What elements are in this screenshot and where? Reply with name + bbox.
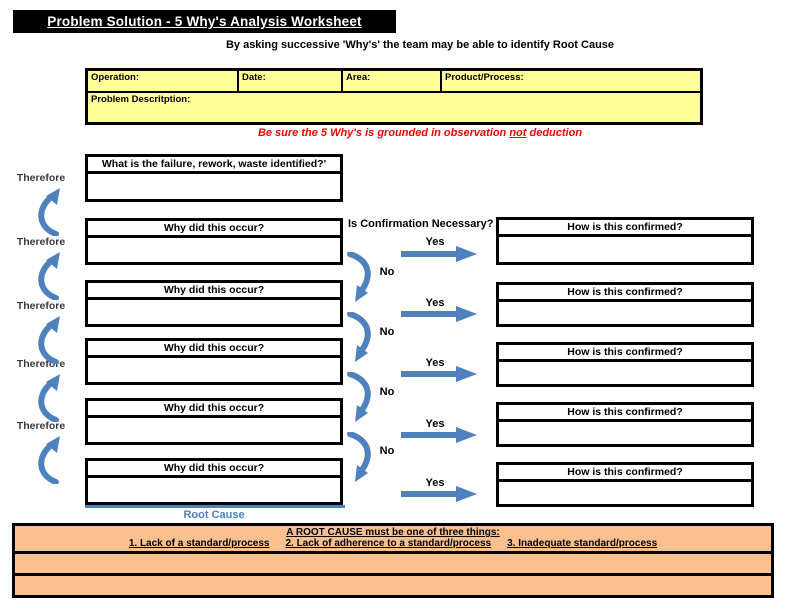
yes-label-5: Yes xyxy=(425,477,445,489)
root-cause-entry-row-1[interactable] xyxy=(15,551,771,573)
confirm-box-4-input[interactable] xyxy=(499,422,751,444)
why-box-4-input[interactable] xyxy=(88,418,340,442)
root-cause-rules-heading: A ROOT CAUSE must be one of three things… xyxy=(286,527,500,538)
why-box-2-input[interactable] xyxy=(88,300,340,324)
why-box-3-input[interactable] xyxy=(88,358,340,382)
yes-label-1: Yes xyxy=(425,236,445,248)
observation-note-prefix: Be sure the 5 Why's is grounded in obser… xyxy=(257,127,510,139)
yes-arrow-icon xyxy=(401,306,477,322)
confirm-box-1-input[interactable] xyxy=(499,237,751,262)
root-cause-underline xyxy=(85,505,345,508)
confirm-box-5-input[interactable] xyxy=(499,482,751,504)
no-label-4: No xyxy=(379,445,395,457)
no-label-2: No xyxy=(379,326,395,338)
info-table-header-row: Operation: Date: Area: Product/Process: xyxy=(88,71,700,93)
no-label-3: No xyxy=(379,386,395,398)
product-process-field[interactable]: Product/Process: xyxy=(445,72,524,83)
confirm-box-2-header: How is this confirmed? xyxy=(499,285,751,302)
page-title: Problem Solution - 5 Why's Analysis Work… xyxy=(13,10,396,33)
why-box-3-header: Why did this occur? xyxy=(88,341,340,358)
yes-arrow-icon xyxy=(401,427,477,443)
observation-note-not: not xyxy=(509,127,527,139)
therefore-label-2: Therefore xyxy=(16,236,66,248)
confirm-box-1-header: How is this confirmed? xyxy=(499,220,751,237)
why-box-1-input[interactable] xyxy=(88,238,340,262)
therefore-arrow-icon xyxy=(38,374,60,422)
no-label-1: No xyxy=(379,266,395,278)
confirm-box-3-input[interactable] xyxy=(499,362,751,384)
why-box-5: Why did this occur? xyxy=(85,458,343,505)
yes-arrow-icon xyxy=(401,246,477,262)
no-arrow-icon xyxy=(347,372,371,422)
therefore-label-1: Therefore xyxy=(16,172,66,184)
observation-note-suffix: deduction xyxy=(526,127,583,139)
info-table: Operation: Date: Area: Product/Process: … xyxy=(85,68,703,125)
confirm-box-5: How is this confirmed? xyxy=(496,462,754,507)
therefore-arrow-icon xyxy=(38,436,60,484)
why-box-4-header: Why did this occur? xyxy=(88,401,340,418)
rule-item-1: 1. Lack of a standard/process xyxy=(128,538,270,549)
yes-label-2: Yes xyxy=(425,297,445,309)
rule-item-2: 2. Lack of adherence to a standard/proce… xyxy=(285,538,492,549)
confirm-box-4: How is this confirmed? xyxy=(496,402,754,447)
observation-note: Be sure the 5 Why's is grounded in obser… xyxy=(65,127,775,139)
operation-field[interactable]: Operation: xyxy=(88,71,239,91)
why-box-2: Why did this occur? xyxy=(85,280,343,327)
problem-description-field[interactable]: Problem Descritption: xyxy=(91,94,191,105)
why-box-4: Why did this occur? xyxy=(85,398,343,445)
yes-arrow-icon xyxy=(401,486,477,502)
yes-label-3: Yes xyxy=(425,357,445,369)
why-box-5-header: Why did this occur? xyxy=(88,461,340,478)
no-arrow-icon xyxy=(347,312,371,362)
why-box-3: Why did this occur? xyxy=(85,338,343,385)
failure-box-header: What is the failure, rework, waste ident… xyxy=(88,157,340,174)
failure-box-input[interactable] xyxy=(88,174,340,199)
area-field[interactable]: Area: xyxy=(343,71,442,91)
confirm-box-3-header: How is this confirmed? xyxy=(499,345,751,362)
therefore-label-3: Therefore xyxy=(16,300,66,312)
why-box-5-input[interactable] xyxy=(88,478,340,502)
confirm-box-3: How is this confirmed? xyxy=(496,342,754,387)
why-box-1-header: Why did this occur? xyxy=(88,221,340,238)
no-arrow-icon xyxy=(347,432,371,482)
date-field[interactable]: Date: xyxy=(239,71,343,91)
therefore-label-5: Therefore xyxy=(16,420,66,432)
confirm-box-4-header: How is this confirmed? xyxy=(499,405,751,422)
confirm-box-5-header: How is this confirmed? xyxy=(499,465,751,482)
therefore-arrow-icon xyxy=(38,252,60,300)
why-box-2-header: Why did this occur? xyxy=(88,283,340,300)
confirm-box-1: How is this confirmed? xyxy=(496,217,754,265)
why-box-1: Why did this occur? xyxy=(85,218,343,265)
root-cause-rules-box: A ROOT CAUSE must be one of three things… xyxy=(12,523,774,598)
yes-arrow-icon xyxy=(401,366,477,382)
confirm-box-2: How is this confirmed? xyxy=(496,282,754,327)
confirm-box-2-input[interactable] xyxy=(499,302,751,324)
root-cause-entry-row-2[interactable] xyxy=(15,573,771,595)
failure-box: What is the failure, rework, waste ident… xyxy=(85,154,343,202)
rule-item-3: 3. Inadequate standard/process xyxy=(507,538,658,549)
page-title-text: Problem Solution - 5 Why's Analysis Work… xyxy=(47,14,362,29)
therefore-arrow-icon xyxy=(38,188,60,236)
therefore-arrow-icon xyxy=(38,316,60,364)
yes-label-4: Yes xyxy=(425,418,445,430)
no-arrow-icon xyxy=(347,252,371,302)
root-cause-rules-items: 1. Lack of a standard/process 2. Lack of … xyxy=(15,538,771,551)
subtitle: By asking successive 'Why's' the team ma… xyxy=(225,39,615,51)
confirmation-question: Is Confirmation Necessary? xyxy=(348,218,494,230)
root-cause-label: Root Cause xyxy=(183,509,245,521)
